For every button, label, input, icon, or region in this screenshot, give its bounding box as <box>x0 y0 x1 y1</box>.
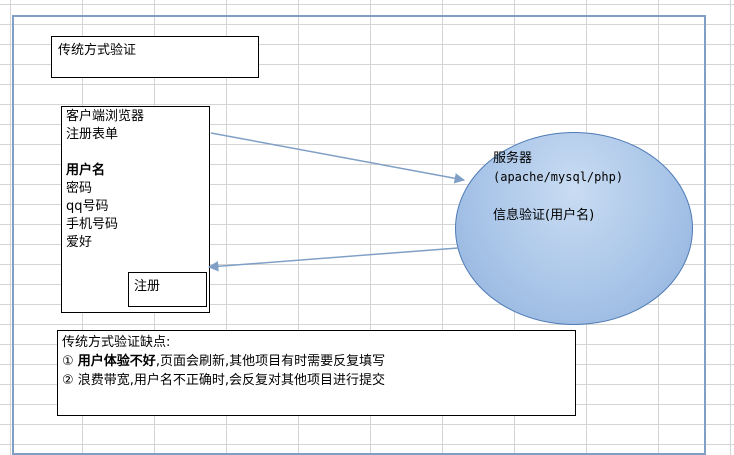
form-label: 注册表单 <box>66 127 119 142</box>
field-hobby: 爱好 <box>66 235 93 250</box>
flow-arrows <box>207 132 466 272</box>
defect-item-2-text: 浪费带宽,用户名不正确时,会反复对其他项目进行提交 <box>77 373 386 388</box>
server-stack: (apache/mysql/php) <box>493 170 624 184</box>
field-qq: qq号码 <box>66 199 109 214</box>
server-heading: 服务器 <box>493 151 533 166</box>
request-arrow <box>210 132 466 184</box>
server-ellipse <box>455 132 693 325</box>
register-button[interactable]: 注册 <box>128 272 207 307</box>
diagram-title: 传统方式验证 <box>51 36 259 78</box>
field-phone: 手机号码 <box>66 217 119 232</box>
defect-marker-1: ① <box>62 354 74 369</box>
field-password: 密码 <box>66 181 93 196</box>
server-validation: 信息验证(用户名) <box>493 208 595 223</box>
defect-item-2: ② 浪费带宽,用户名不正确时,会反复对其他项目进行提交 <box>62 371 571 390</box>
defect-item-1-rest: ,页面会刷新,其他项目有时需要反复填写 <box>155 354 386 369</box>
defects-heading: 传统方式验证缺点: <box>62 335 171 350</box>
client-heading: 客户端浏览器 <box>66 109 145 124</box>
defects-box: 传统方式验证缺点: ① 用户体验不好,页面会刷新,其他项目有时需要反复填写 ② … <box>57 330 576 416</box>
field-username: 用户名 <box>66 163 106 178</box>
defect-item-1: ① 用户体验不好,页面会刷新,其他项目有时需要反复填写 <box>62 352 571 371</box>
defect-item-1-bold: 用户体验不好 <box>77 354 156 369</box>
server-text: 服务器 (apache/mysql/php) 信息验证(用户名) <box>493 149 623 225</box>
defect-marker-2: ② <box>62 373 74 388</box>
response-arrow <box>207 247 459 272</box>
